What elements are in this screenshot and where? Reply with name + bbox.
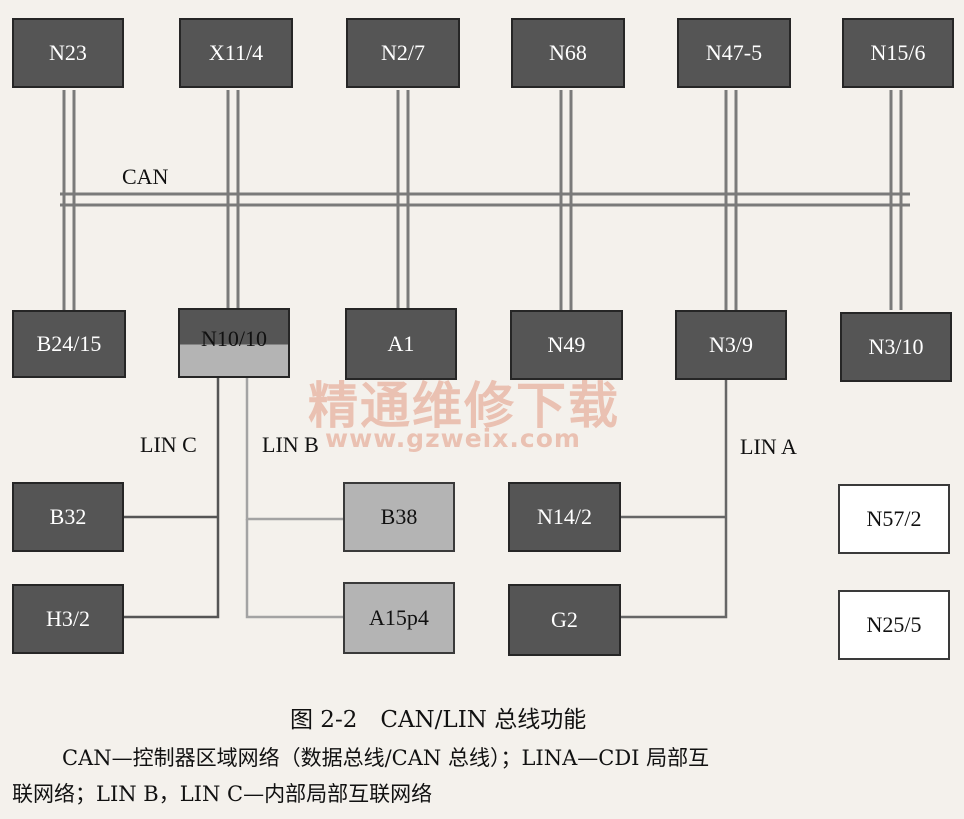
lin-c-label: LIN C [140,432,197,457]
watermark-title: 精通维修下载 [308,377,620,435]
node-n68: N68 [511,18,625,88]
bus-wiring [60,90,910,619]
lin-b-label: LIN B [262,432,319,457]
node-n3-10: N3/10 [840,312,952,382]
node-n3-9: N3/9 [675,310,787,380]
node-a15p4: A15p4 [343,582,455,654]
node-g2: G2 [508,584,621,656]
can-bus-trunk [60,192,910,207]
node-n57-2: N57/2 [838,484,950,554]
lin-a-label: LIN A [740,434,797,459]
node-n25-5: N25/5 [838,590,950,660]
node-b38: B38 [343,482,455,552]
node-b24-15: B24/15 [12,310,126,378]
node-n15-6: N15/6 [842,18,954,88]
can-bus-drops [62,90,903,310]
figure-caption-title: 图 2-2 CAN/LIN 总线功能 [290,707,587,733]
figure-caption-line2: 联网络；LIN B，LIN C—内部局部互联网络 [12,782,433,806]
lin-b-bus [245,378,343,619]
can-label: CAN [122,164,169,189]
watermark-url: www.gzweix.com [325,424,581,453]
lin-a-bus [621,380,728,619]
node-x11-4: X11/4 [179,18,293,88]
figure-caption-line1: CAN—控制器区域网络（数据总线/CAN 总线）；LINA—CDI 局部互 [62,746,710,770]
node-n10-10: N10/10 [178,308,290,378]
node-h3-2: H3/2 [12,584,124,654]
lin-c-bus [122,378,220,619]
node-n2-7: N2/7 [346,18,460,88]
node-b32: B32 [12,482,124,552]
node-n47-5: N47-5 [677,18,791,88]
node-a1: A1 [345,308,457,380]
node-n49: N49 [510,310,623,380]
node-n14-2: N14/2 [508,482,621,552]
node-n23: N23 [12,18,124,88]
